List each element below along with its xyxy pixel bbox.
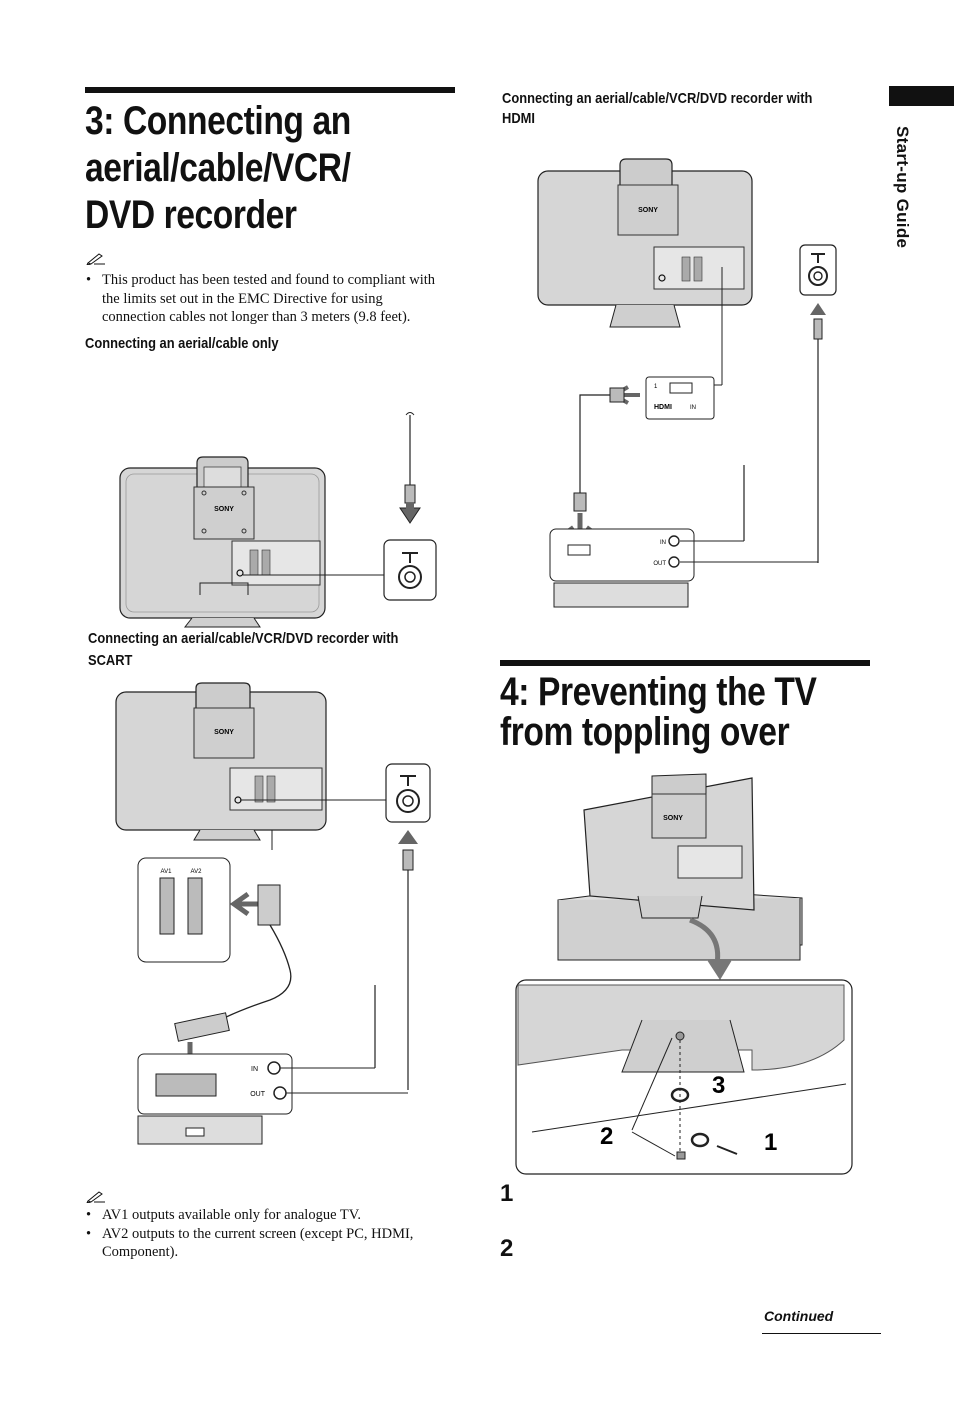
callout-1: 1 [764,1129,777,1156]
note2-item: AV1 outputs available only for analogue … [86,1206,448,1225]
subhead-scart: Connecting an aerial/cable/VCR/DVD recor… [88,628,398,672]
title-line: from toppling over [500,710,790,754]
hdmi-port-number: 1 [654,384,658,390]
subhead-line: Connecting an aerial/cable/VCR/DVD recor… [502,90,813,107]
chapter-label: Start-up Guide [893,126,912,249]
diagram-aerial-only: SONY [119,412,437,628]
subhead-hdmi: Connecting an aerial/cable/VCR/DVD recor… [502,89,812,129]
note-list: This product has been tested and found t… [86,271,448,327]
subhead-line: Connecting an aerial/cable/VCR/DVD recor… [88,630,399,647]
subhead-line: HDMI [502,110,535,127]
brand-logo: SONY [214,506,234,513]
in-label: IN [251,1066,258,1073]
title-line: 4: Preventing the TV [500,670,817,714]
section-3-rule [85,87,455,93]
continued-label: Continued [764,1308,834,1324]
note-item: This product has been tested and found t… [86,271,448,327]
hdmi-in-label: IN [690,405,696,411]
hdmi-logo: HDMI [654,404,672,411]
callout-2: 2 [600,1123,613,1150]
title-line: aerial/cable/VCR/ [85,146,351,190]
title-line: 3: Connecting an [85,99,351,143]
brand-logo: SONY [638,207,658,214]
out-label: OUT [250,1091,266,1098]
subhead-aerial: Connecting an aerial/cable only [85,335,279,352]
title-line: DVD recorder [85,193,297,237]
diagram-scart: SONY AV1 AV2 IN OUT [115,682,431,1145]
subhead-line: SCART [88,652,133,669]
av1-label: AV1 [161,869,173,875]
footer-rule [762,1333,881,1334]
note2-list: AV1 outputs available only for analogue … [86,1206,448,1262]
out-label: OUT [653,561,666,567]
section-4-rule [500,660,870,666]
section-3-title: 3: Connecting an aerial/cable/VCR/ DVD r… [85,98,401,239]
section-4-title: 4: Preventing the TV from toppling over [500,672,877,752]
callout-3: 3 [712,1072,725,1099]
in-label: IN [660,540,666,546]
note2-item: AV2 outputs to the current screen (excep… [86,1225,448,1262]
chapter-tab [889,86,954,106]
av2-label: AV2 [191,869,203,875]
step-number: 2 [500,1235,514,1262]
diagram-hdmi: SONY 1 HDMI IN IN OUT [537,158,837,608]
pencil-note-icon [86,1191,105,1203]
step-number: 1 [500,1180,514,1207]
pencil-note-icon [86,253,105,265]
brand-logo: SONY [214,729,234,736]
diagram-anti-topple: SONY 3 2 1 [515,773,853,1175]
brand-logo: SONY [663,815,683,822]
